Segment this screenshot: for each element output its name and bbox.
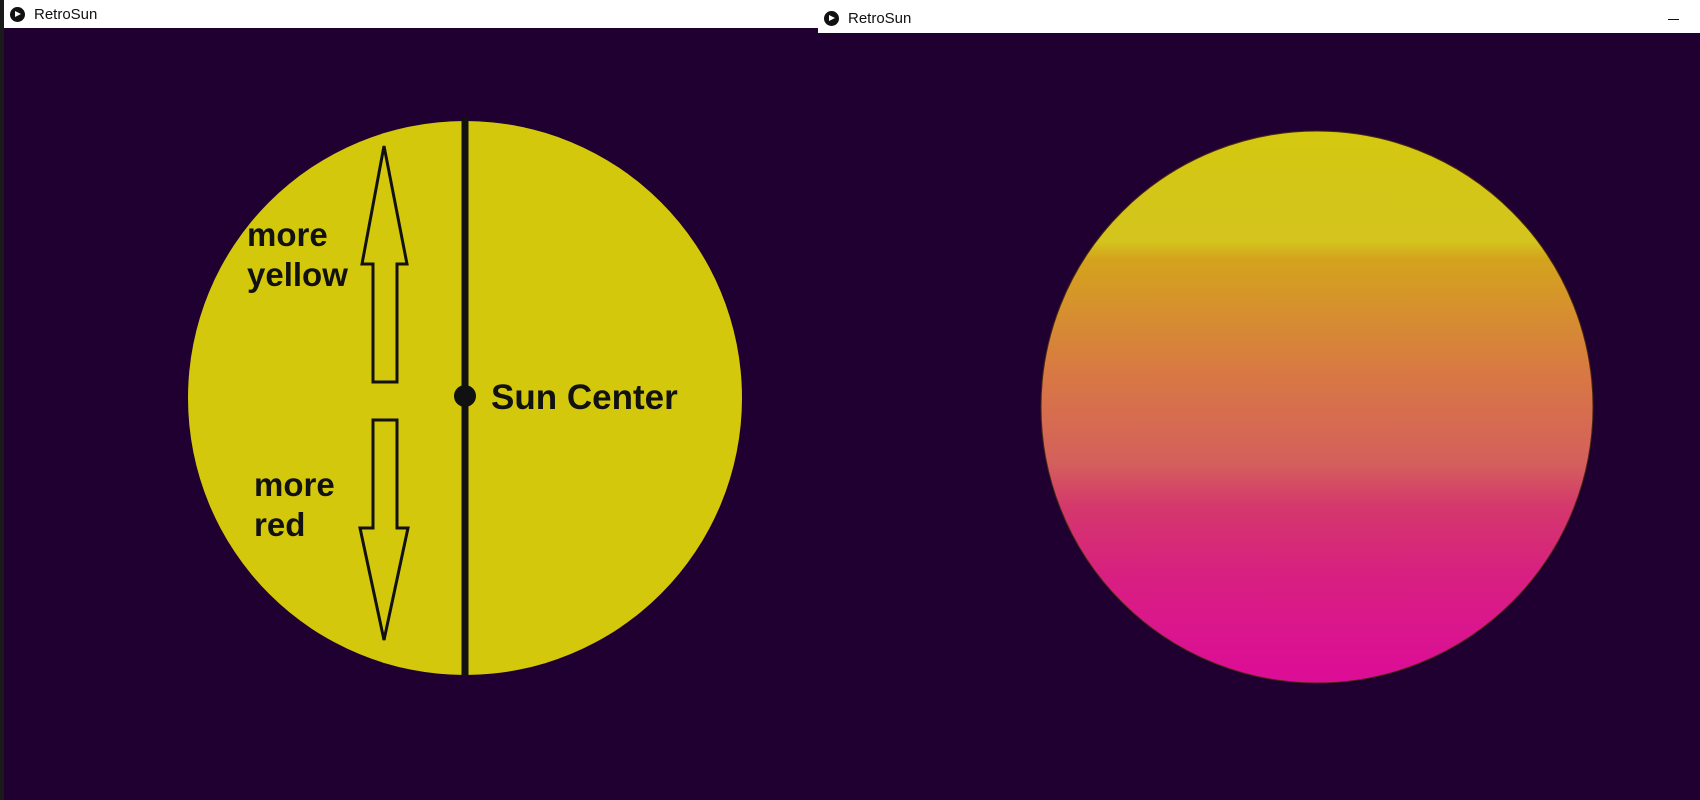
more-red-label-line1: more bbox=[254, 466, 335, 503]
titlebar[interactable]: RetroSun bbox=[4, 0, 820, 28]
retrosun-render-window: RetroSun bbox=[818, 4, 1700, 800]
more-red-label-line2: red bbox=[254, 506, 305, 543]
minimize-button[interactable] bbox=[1660, 10, 1686, 28]
retrosun-diagram-window: RetroSun more yellow more red Sun Center bbox=[0, 0, 820, 800]
window-title: RetroSun bbox=[34, 5, 98, 23]
processing-play-icon bbox=[10, 6, 25, 22]
arrow-up-icon bbox=[360, 145, 409, 384]
retro-sun bbox=[1040, 130, 1594, 684]
processing-play-icon bbox=[824, 11, 839, 26]
sketch-canvas bbox=[1040, 130, 1594, 684]
window-title: RetroSun bbox=[848, 10, 912, 27]
titlebar[interactable]: RetroSun bbox=[818, 4, 1700, 33]
more-yellow-label-line1: more bbox=[247, 216, 328, 253]
sketch-canvas: more yellow more red Sun Center bbox=[188, 118, 742, 676]
sun-center-label: Sun Center bbox=[491, 378, 678, 417]
arrow-down-icon bbox=[358, 418, 410, 641]
more-yellow-label-line2: yellow bbox=[247, 256, 348, 293]
minimize-icon bbox=[1667, 18, 1679, 20]
sun-center-dot bbox=[454, 385, 476, 407]
